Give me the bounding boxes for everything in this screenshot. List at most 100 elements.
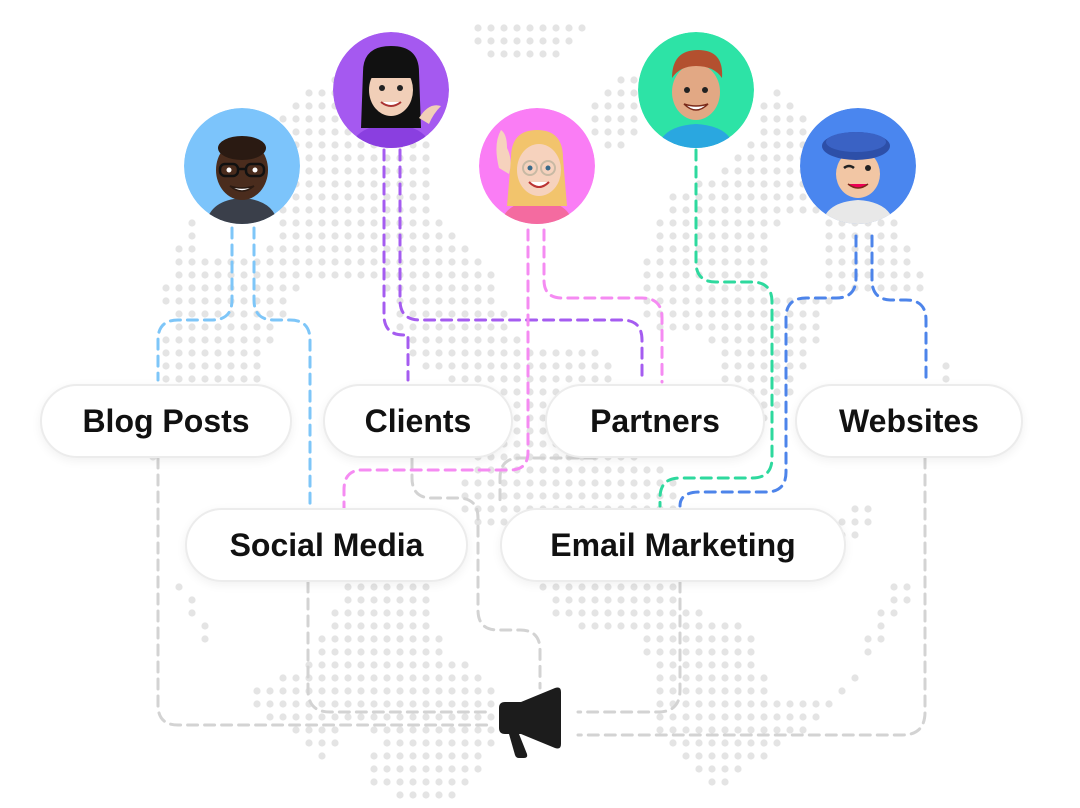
connector-pink-avatar-partners <box>542 228 664 384</box>
globe-dot <box>669 609 677 617</box>
globe-dot <box>617 89 625 97</box>
globe-dot <box>669 674 677 682</box>
globe-dot <box>604 466 612 474</box>
globe-dot <box>461 258 469 266</box>
globe-dot <box>682 232 690 240</box>
globe-dot <box>435 700 443 708</box>
globe-dot <box>669 258 677 266</box>
globe-dot <box>214 258 222 266</box>
globe-dot <box>565 362 573 370</box>
globe-dot <box>799 713 807 721</box>
globe-dot <box>721 310 729 318</box>
globe-dot <box>422 609 430 617</box>
globe-dot <box>513 440 521 448</box>
globe-dot <box>773 193 781 201</box>
globe-dot <box>760 102 768 110</box>
globe-dot <box>240 310 248 318</box>
globe-dot <box>773 388 781 396</box>
globe-dot <box>344 661 352 669</box>
globe-dot <box>344 713 352 721</box>
globe-dot <box>435 362 443 370</box>
globe-dot <box>370 726 378 734</box>
globe-dot <box>695 310 703 318</box>
globe-dot <box>383 635 391 643</box>
globe-dot <box>604 128 612 136</box>
globe-dot <box>708 232 716 240</box>
globe-dot <box>461 713 469 721</box>
globe-dot <box>370 648 378 656</box>
globe-dot <box>357 674 365 682</box>
globe-dot <box>513 388 521 396</box>
globe-dot <box>786 362 794 370</box>
globe-dot <box>422 167 430 175</box>
globe-dot <box>396 752 404 760</box>
globe-dot <box>721 323 729 331</box>
globe-dot <box>474 765 482 773</box>
globe-dot <box>487 713 495 721</box>
globe-dot <box>435 726 443 734</box>
globe-dot <box>474 310 482 318</box>
globe-dot <box>448 310 456 318</box>
globe-dot <box>786 102 794 110</box>
globe-dot <box>474 375 482 383</box>
globe-dot <box>773 310 781 318</box>
globe-dot <box>331 258 339 266</box>
globe-dot <box>760 167 768 175</box>
globe-dot <box>890 219 898 227</box>
globe-dot <box>409 336 417 344</box>
globe-dot <box>500 24 508 32</box>
globe-dot <box>591 102 599 110</box>
globe-dot <box>409 739 417 747</box>
globe-dot <box>292 206 300 214</box>
globe-dot <box>409 206 417 214</box>
globe-dot <box>539 427 547 435</box>
globe-dot <box>188 310 196 318</box>
globe-dot <box>487 687 495 695</box>
globe-dot <box>474 492 482 500</box>
globe-dot <box>656 687 664 695</box>
globe-dot <box>214 362 222 370</box>
globe-dot <box>734 219 742 227</box>
globe-dot <box>773 128 781 136</box>
globe-dot <box>734 258 742 266</box>
globe-dot <box>305 89 313 97</box>
globe-dot <box>721 219 729 227</box>
globe-dot <box>409 778 417 786</box>
globe-dot <box>422 752 430 760</box>
globe-dot <box>318 141 326 149</box>
globe-dot <box>409 596 417 604</box>
globe-dot <box>214 310 222 318</box>
globe-dot <box>396 297 404 305</box>
avatar-person-blonde <box>479 108 595 224</box>
globe-dot <box>578 492 586 500</box>
globe-dot <box>552 609 560 617</box>
globe-dot <box>877 609 885 617</box>
globe-dot <box>500 323 508 331</box>
globe-dot <box>357 245 365 253</box>
globe-dot <box>357 167 365 175</box>
globe-dot <box>266 258 274 266</box>
globe-dot <box>695 635 703 643</box>
globe-dot <box>292 115 300 123</box>
globe-dot <box>318 648 326 656</box>
globe-dot <box>370 154 378 162</box>
globe-dot <box>253 362 261 370</box>
globe-dot <box>877 219 885 227</box>
globe-dot <box>292 674 300 682</box>
globe-dot <box>786 375 794 383</box>
globe-dot <box>266 323 274 331</box>
globe-dot <box>253 271 261 279</box>
globe-dot <box>786 193 794 201</box>
globe-dot <box>487 336 495 344</box>
globe-dot <box>370 752 378 760</box>
globe-dot <box>487 700 495 708</box>
globe-dot <box>864 232 872 240</box>
globe-dot <box>578 479 586 487</box>
globe-dot <box>890 258 898 266</box>
globe-dot <box>643 492 651 500</box>
globe-dot <box>539 362 547 370</box>
globe-dot <box>513 24 521 32</box>
globe-dot <box>331 609 339 617</box>
globe-dot <box>786 726 794 734</box>
globe-dot <box>409 726 417 734</box>
